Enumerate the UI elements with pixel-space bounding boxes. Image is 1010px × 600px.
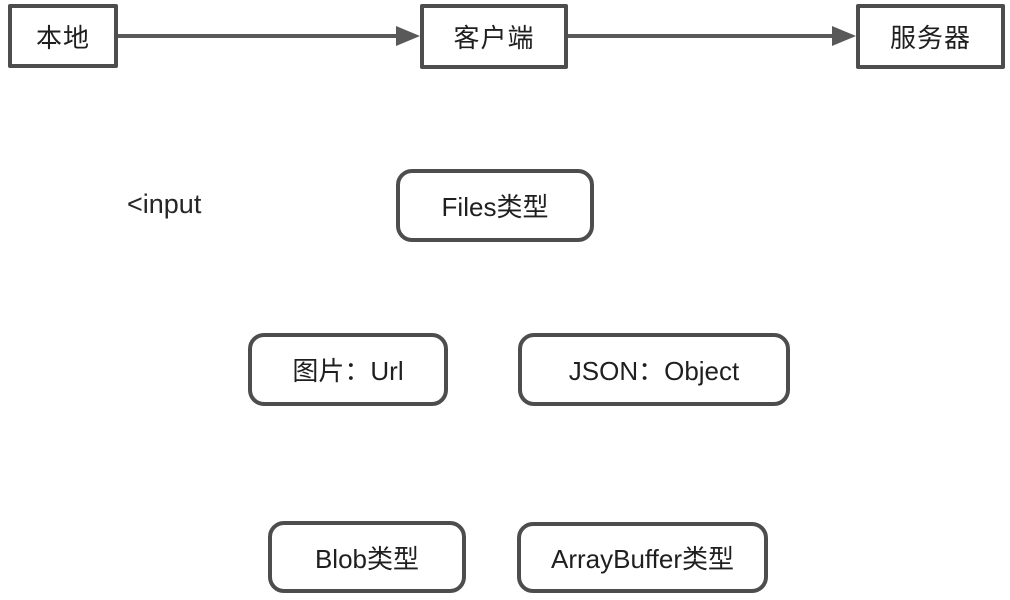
type-node-image-url-label: 图片：Url bbox=[292, 356, 404, 386]
flow-node-server: 服务器 bbox=[856, 4, 1005, 69]
type-node-blob-label: Blob类型 bbox=[314, 543, 420, 574]
arrow-local-to-client-icon bbox=[118, 26, 420, 46]
type-node-blob: Blob类型 bbox=[268, 521, 466, 593]
type-node-files-label: Files类型 bbox=[441, 192, 549, 222]
type-node-image-url: 图片：Url bbox=[248, 333, 448, 406]
input-tag-annotation: <input bbox=[127, 189, 202, 219]
type-node-json-object-label: JSON：Object bbox=[568, 356, 740, 386]
type-node-json-object: JSON：Object bbox=[518, 333, 790, 406]
flow-node-server-label: 服务器 bbox=[889, 23, 971, 53]
type-node-arraybuffer-label: ArrayBuffer类型 bbox=[550, 544, 735, 574]
arrow-client-to-server-icon bbox=[568, 26, 856, 46]
flow-node-local: 本地 bbox=[8, 4, 118, 68]
type-node-files: Files类型 bbox=[396, 169, 594, 242]
type-node-arraybuffer: ArrayBuffer类型 bbox=[517, 522, 768, 593]
flow-node-client: 客户端 bbox=[420, 4, 568, 69]
flow-node-local-label: 本地 bbox=[35, 22, 90, 53]
flow-node-client-label: 客户端 bbox=[453, 23, 535, 53]
